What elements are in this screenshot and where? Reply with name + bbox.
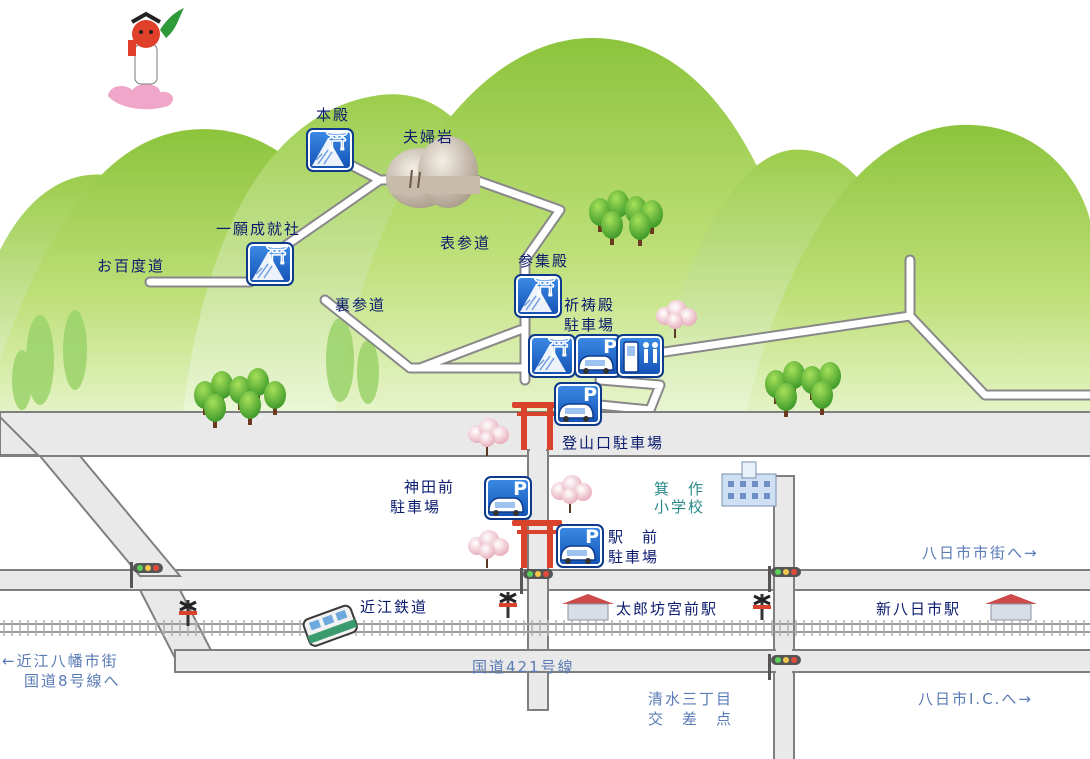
school-building [721, 461, 777, 507]
shrine-symbol: ⛩ [264, 244, 289, 266]
label-to-omihachiman-1: ←近江八幡市街 [2, 652, 119, 670]
label-shimizu-1: 清水三丁目 [648, 690, 734, 708]
label-ekimae: 駅 前 [608, 528, 660, 546]
shrine-symbol: ⛩ [546, 336, 571, 358]
label-shimizu-2: 交 差 点 [648, 710, 734, 728]
label-kanda-mae-parking: 駐車場 [390, 498, 442, 516]
restroom-icon [616, 334, 664, 378]
label-honden: 本殿 [316, 106, 351, 124]
parking-letter: P [583, 384, 597, 406]
label-to-yokaichi-ic: 八日市I.C.へ→ [918, 690, 1034, 708]
shrine-icon: ⛩ [246, 242, 294, 286]
parking-icon: P [556, 524, 604, 568]
shrine-icon: ⛩ [306, 128, 354, 172]
shrine-symbol: ⛩ [532, 276, 557, 298]
cypress-trees [12, 310, 379, 410]
shrine-symbol: ⛩ [324, 130, 349, 152]
label-to-yokaichi-city: 八日市市街へ→ [922, 544, 1039, 562]
label-kitouden: 祈祷殿 [564, 296, 616, 314]
label-tozanguchi-parking: 登山口駐車場 [562, 434, 665, 452]
torii-icon [512, 402, 562, 568]
label-meotoiwa: 夫婦岩 [403, 128, 455, 146]
railway-track [0, 620, 1090, 636]
mascot-icon [108, 8, 184, 110]
label-ohyakudo: お百度道 [97, 257, 166, 275]
shrine-icon: ⛩ [514, 274, 562, 318]
parking-letter: P [603, 336, 617, 358]
parking-icon: P [554, 382, 602, 426]
label-urasando: 裏参道 [335, 296, 387, 314]
label-route-421: 国道421号線 [472, 658, 575, 676]
label-kanda-mae: 神田前 [404, 478, 456, 496]
label-omotesando: 表参道 [440, 234, 492, 252]
label-ekimae-parking: 駐車場 [608, 548, 660, 566]
label-railway: 近江鉄道 [360, 598, 429, 616]
railroad-crossing-icon [179, 592, 771, 626]
parking-icon: P [484, 476, 532, 520]
label-school-1: 箕 作 [654, 480, 706, 498]
label-taroubou-station: 太郎坊宮前駅 [616, 600, 719, 618]
label-kitouden-parking: 駐車場 [564, 316, 616, 334]
shrine-icon: ⛩ [528, 334, 576, 378]
train-icon [302, 604, 358, 647]
label-school-2: 小学校 [654, 498, 706, 516]
label-to-omihachiman-2: 国道8号線へ [24, 672, 121, 690]
label-sanshuden: 参集殿 [518, 252, 570, 270]
parking-icon: P [574, 334, 622, 378]
station-buildings [562, 594, 1037, 621]
parking-letter: P [585, 526, 599, 548]
label-ichigan-jojusha: 一願成就社 [216, 220, 302, 238]
meotoiwa-rock [386, 136, 480, 208]
parking-letter: P [513, 478, 527, 500]
label-shin-yokaichi-station: 新八日市駅 [876, 600, 962, 618]
traffic-light-icon [130, 562, 801, 680]
